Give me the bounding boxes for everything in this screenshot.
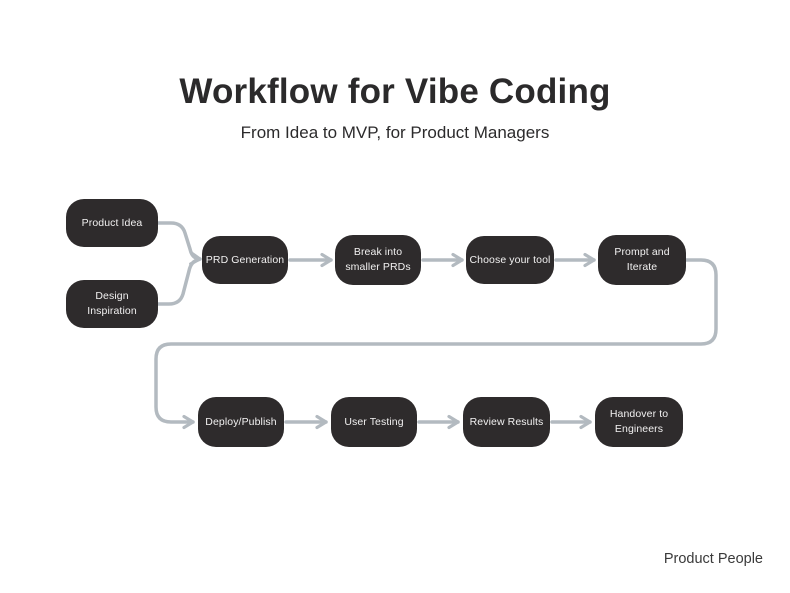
- node-label-line: Design: [95, 290, 129, 303]
- node-user-testing: User Testing: [331, 397, 417, 447]
- node-label: Product Idea: [81, 216, 143, 229]
- node-label-line: Break into: [353, 246, 403, 259]
- node-label-line: Inspiration: [87, 305, 137, 317]
- edge-design-inspiration-to-prd-generation: [156, 257, 201, 306]
- node-label-line: Prompt and: [614, 246, 670, 259]
- node-choose-your-tool: Choose your tool: [466, 236, 554, 284]
- node-label: User Testing: [344, 415, 404, 428]
- node-handover-to-engineers: Handover to Engineers: [595, 397, 683, 447]
- node-label: Deploy/Publish: [205, 415, 277, 428]
- node-label: Choose your tool: [469, 253, 551, 266]
- node-break-into-smaller-prds: Break into smaller PRDs: [335, 235, 421, 285]
- page-subtitle: From Idea to MVP, for Product Managers: [240, 123, 550, 142]
- node-review-results: Review Results: [463, 397, 550, 447]
- node-label-line: Engineers: [614, 423, 664, 435]
- node-prd-generation: PRD Generation: [202, 236, 288, 284]
- node-label-line: smaller PRDs: [345, 261, 411, 273]
- node-label-line: Iterate: [626, 261, 658, 273]
- node-label-line: Handover to: [609, 408, 669, 421]
- brand-footer: Product People: [663, 551, 763, 567]
- node-prompt-and-iterate: Prompt and Iterate: [598, 235, 686, 285]
- node-product-idea: Product Idea: [66, 199, 158, 247]
- page-title: Workflow for Vibe Coding: [179, 72, 611, 111]
- edge-product-idea-to-prd-generation: [156, 221, 202, 266]
- node-label: Review Results: [469, 415, 544, 428]
- node-label: PRD Generation: [205, 253, 285, 266]
- node-deploy-publish: Deploy/Publish: [198, 397, 284, 447]
- node-design-inspiration: Design Inspiration: [66, 280, 158, 328]
- edge-prompt-to-deploy-wrap: [154, 258, 718, 430]
